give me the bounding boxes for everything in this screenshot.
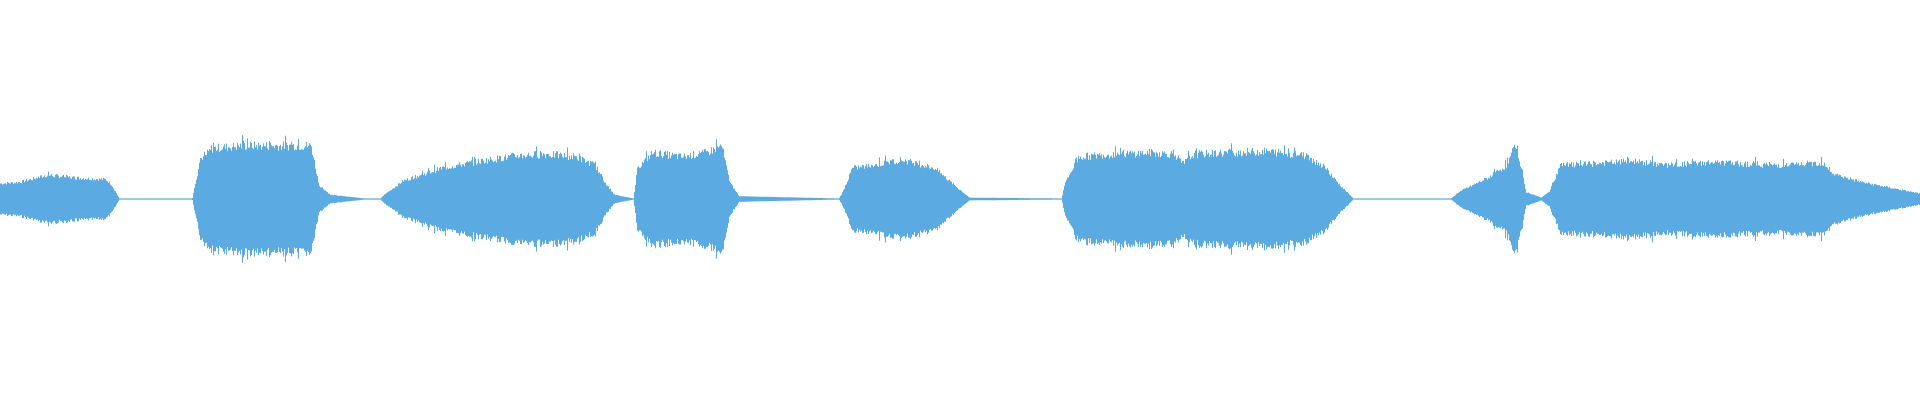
waveform-samples: [0, 135, 1920, 263]
